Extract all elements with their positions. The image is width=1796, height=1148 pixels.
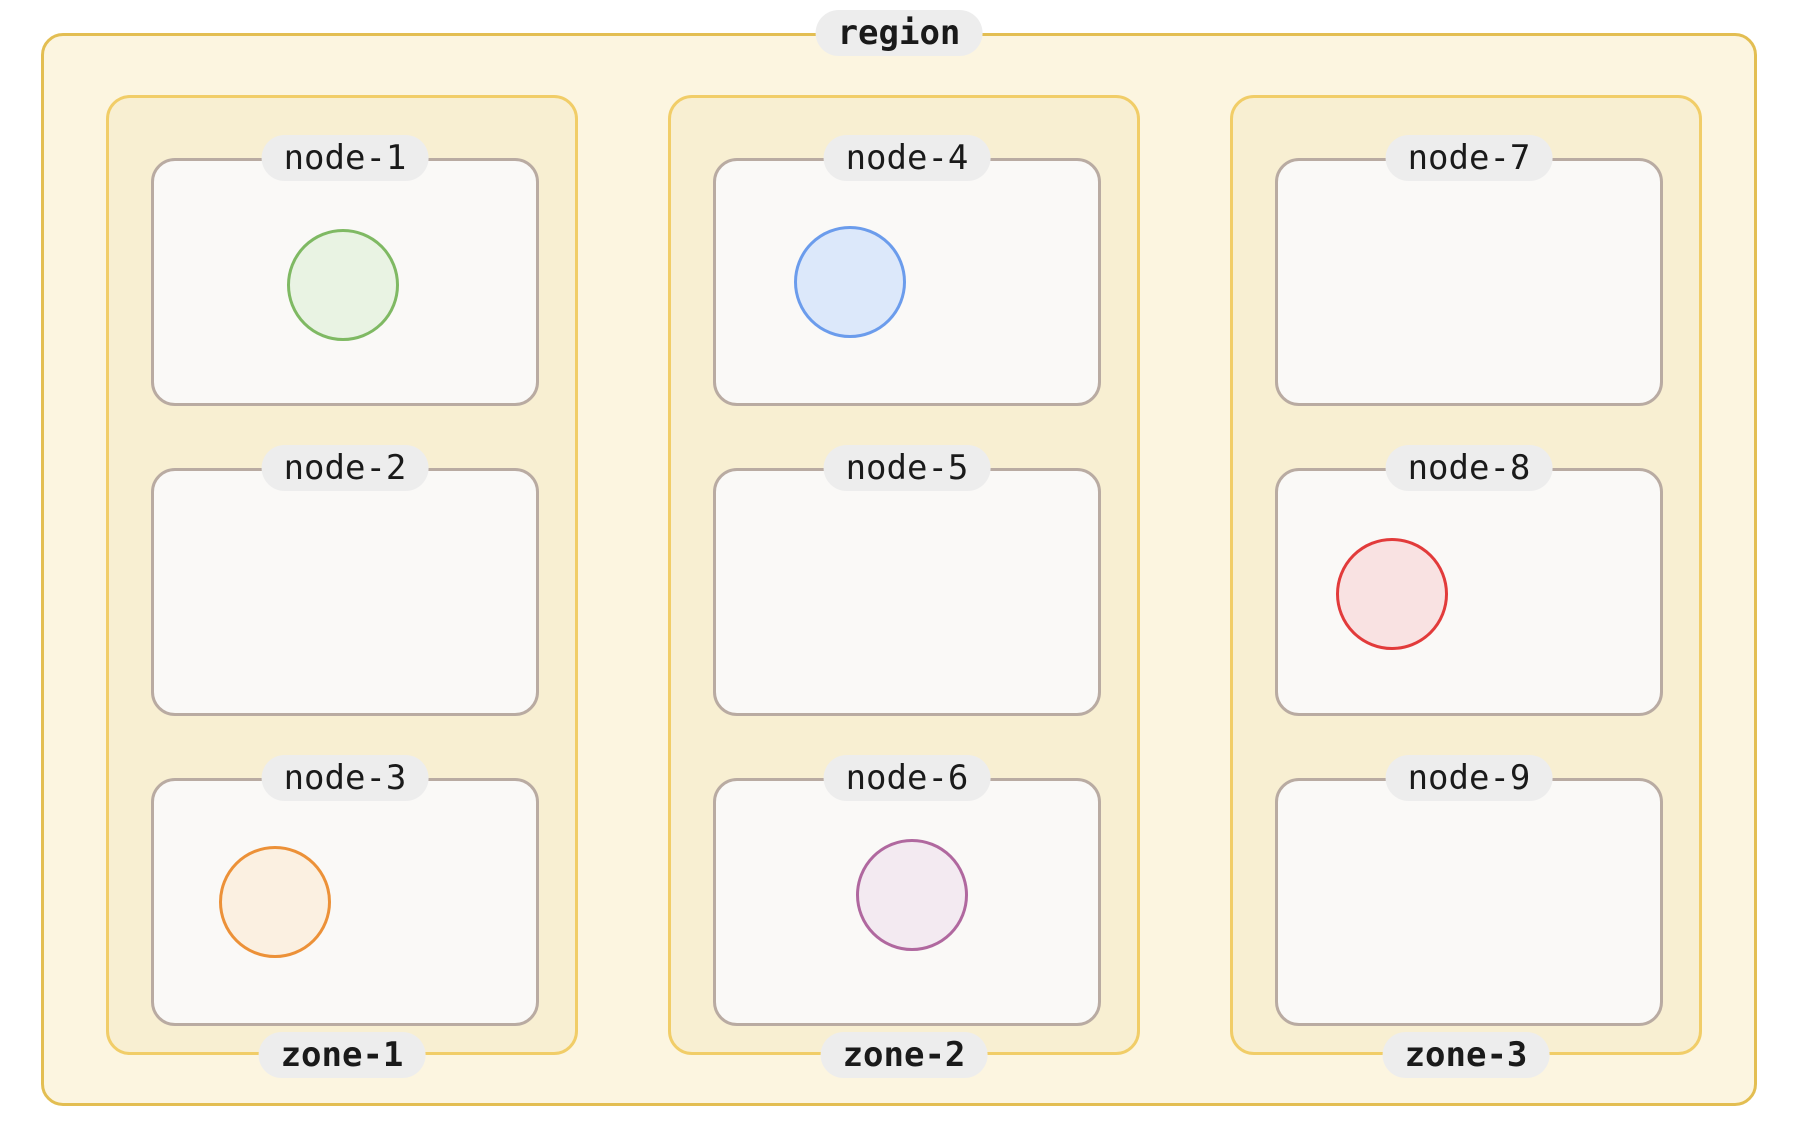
zone-3-label: zone-3 <box>1382 1032 1550 1078</box>
node-3-label: node-3 <box>261 755 429 801</box>
node-7-box: node-7 <box>1275 135 1663 406</box>
node-8-status-circle <box>1336 538 1448 650</box>
node-4-label: node-4 <box>823 135 991 181</box>
node-9-box: node-9 <box>1275 755 1663 1026</box>
region-container: region zone-1 node-1 node-2 node-3 zone-… <box>41 10 1757 1106</box>
node-3-box: node-3 <box>151 755 539 1026</box>
node-4-status-circle <box>794 226 906 338</box>
node-5-label: node-5 <box>823 445 991 491</box>
node-2-label: node-2 <box>261 445 429 491</box>
node-6-box: node-6 <box>713 755 1101 1026</box>
node-9-label: node-9 <box>1385 755 1553 801</box>
zone-1-container: zone-1 node-1 node-2 node-3 <box>106 95 578 1078</box>
node-8-label: node-8 <box>1385 445 1553 491</box>
node-1-label: node-1 <box>261 135 429 181</box>
zone-3-container: zone-3 node-7 node-8 node-9 <box>1230 95 1702 1078</box>
node-6-status-circle <box>856 839 968 951</box>
node-8-box: node-8 <box>1275 445 1663 716</box>
node-1-status-circle <box>287 229 399 341</box>
region-label: region <box>815 10 983 56</box>
node-3-status-circle <box>219 846 331 958</box>
node-5-box: node-5 <box>713 445 1101 716</box>
zone-2-container: zone-2 node-4 node-5 node-6 <box>668 95 1140 1078</box>
node-2-box: node-2 <box>151 445 539 716</box>
node-4-box: node-4 <box>713 135 1101 406</box>
node-6-label: node-6 <box>823 755 991 801</box>
zone-1-label: zone-1 <box>258 1032 426 1078</box>
node-7-label: node-7 <box>1385 135 1553 181</box>
node-1-box: node-1 <box>151 135 539 406</box>
zone-2-label: zone-2 <box>820 1032 988 1078</box>
